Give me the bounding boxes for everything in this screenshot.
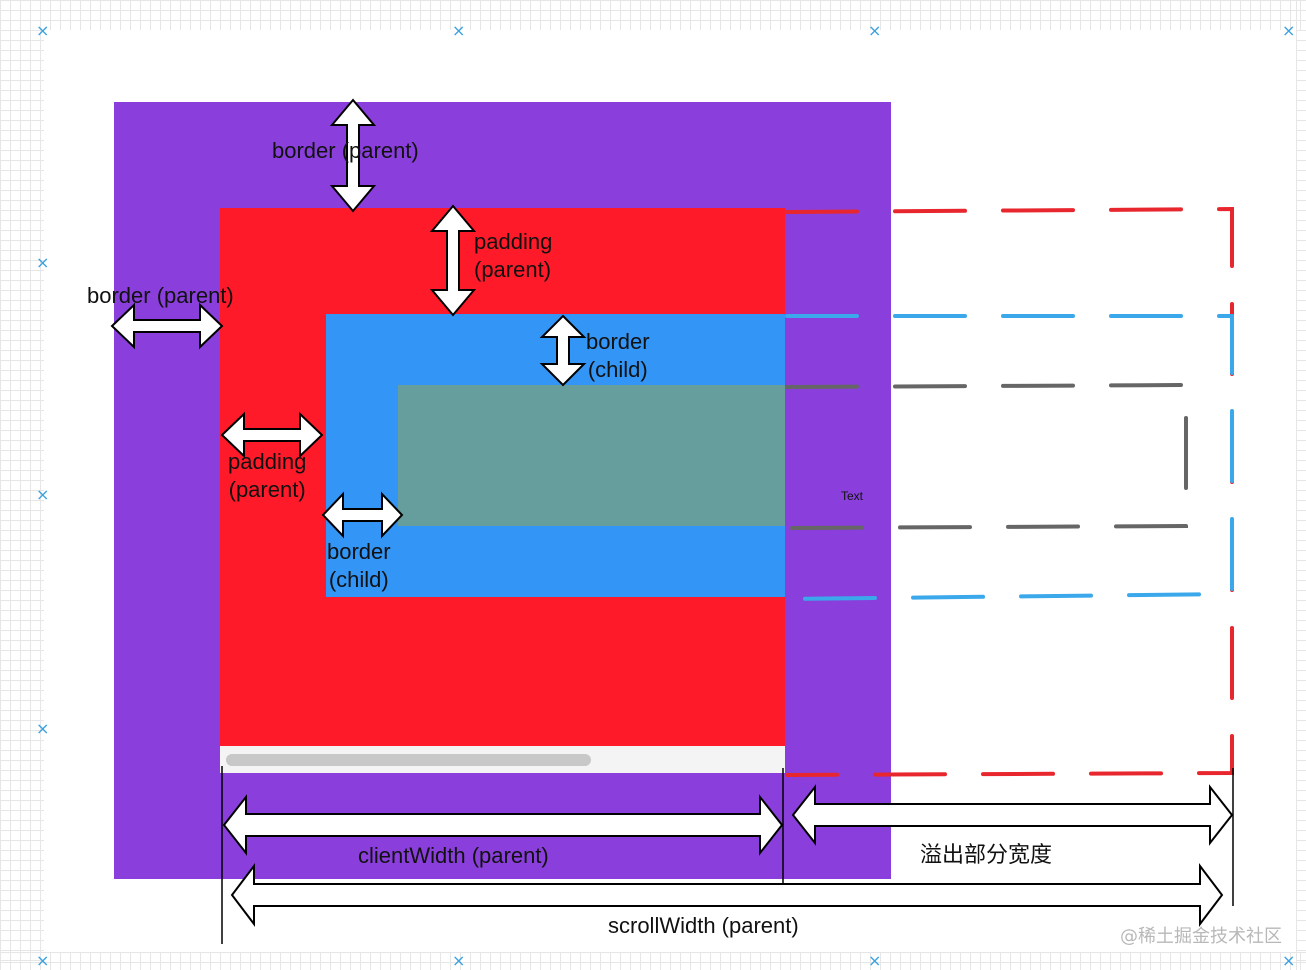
canvas-marker-icon: ×	[36, 21, 50, 40]
label-overflow-width: 溢出部分宽度	[920, 843, 1053, 868]
double-arrow-icon-border-child-left	[321, 491, 404, 539]
label-scroll-width: scrollWidth (parent)	[608, 913, 799, 938]
label-border-parent-left: border (parent)	[87, 283, 234, 308]
overflow-red-outline	[785, 206, 1234, 777]
canvas-marker-icon: ×	[1282, 21, 1296, 40]
double-arrow-icon-client-width	[222, 794, 784, 856]
double-arrow-icon-padding-parent-top	[429, 204, 477, 317]
label-border-child-left: border (child)	[327, 539, 391, 592]
scrollbar-thumb[interactable]	[226, 754, 591, 766]
double-arrow-icon-overflow-width	[791, 784, 1234, 846]
canvas-marker-icon: ×	[868, 21, 882, 40]
text-marker: Text	[841, 489, 864, 503]
double-arrow-icon-scroll-width	[230, 863, 1224, 927]
label-border-child-top: border (child)	[586, 329, 650, 382]
canvas-marker-icon: ×	[36, 719, 50, 738]
label-padding-parent-top: padding (parent)	[474, 229, 553, 282]
double-arrow-icon-border-child-top	[539, 314, 587, 387]
grid-margin-top	[0, 0, 1306, 30]
overflow-blue-outline	[785, 314, 1234, 601]
canvas-marker-icon: ×	[1282, 951, 1296, 970]
grid-margin-bottom	[0, 952, 1306, 970]
grid-margin-left	[0, 0, 44, 970]
canvas-marker-icon: ×	[868, 951, 882, 970]
double-arrow-icon-padding-parent-left	[220, 411, 324, 459]
double-arrow-icon-border-parent-left	[110, 302, 224, 350]
label-border-parent-top: border (parent)	[272, 138, 419, 163]
overflow-gray-outline	[785, 382, 1188, 530]
canvas-marker-icon: ×	[36, 951, 50, 970]
canvas-marker-icon: ×	[452, 21, 466, 40]
watermark: @稀土掘金技术社区	[1120, 926, 1282, 947]
canvas-marker-icon: ×	[36, 253, 50, 272]
label-padding-parent-left: padding (parent)	[228, 449, 307, 502]
grid-margin-right	[1296, 0, 1306, 970]
canvas-marker-icon: ×	[452, 951, 466, 970]
child-content-box	[398, 385, 785, 526]
canvas-marker-icon: ×	[36, 485, 50, 504]
label-client-width: clientWidth (parent)	[358, 843, 549, 868]
double-arrow-icon-border-parent-top	[329, 98, 377, 213]
